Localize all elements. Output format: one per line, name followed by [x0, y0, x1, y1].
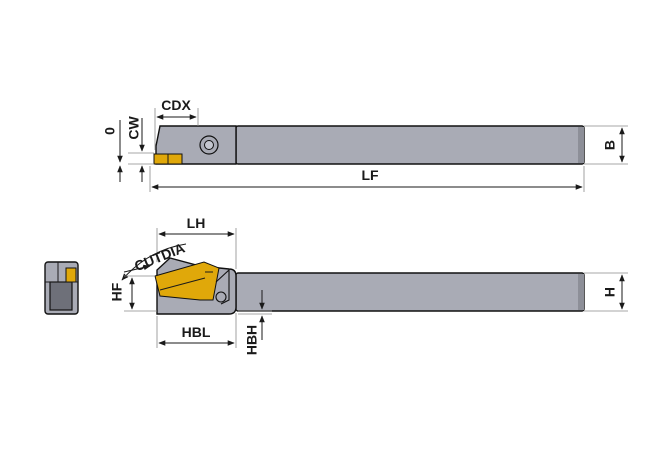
- top-shank: [235, 125, 585, 165]
- label-lf: LF: [361, 167, 379, 183]
- top-view: B LF CDX CW 0: [102, 97, 628, 192]
- end-view: [44, 261, 79, 315]
- side-clamp-nub: [215, 291, 227, 303]
- label-zero: 0: [102, 127, 118, 135]
- label-cdx: CDX: [161, 97, 191, 113]
- label-hbh: HBH: [244, 325, 260, 355]
- end-view-slot: [49, 281, 73, 311]
- side-shank-end: [578, 274, 584, 310]
- label-hf: HF: [109, 282, 125, 301]
- side-view: H LH CUTDIA HF HBL HBH: [109, 215, 628, 355]
- side-shank: [235, 272, 585, 312]
- side-insert: [154, 261, 220, 301]
- label-cw: CW: [126, 116, 142, 140]
- label-hbl: HBL: [182, 324, 211, 340]
- label-h: H: [602, 287, 618, 297]
- top-shank-end: [578, 127, 584, 163]
- clamp-screw-inner: [204, 140, 214, 150]
- label-lh: LH: [187, 215, 206, 231]
- end-view-insert: [65, 267, 77, 283]
- label-b: B: [602, 140, 618, 150]
